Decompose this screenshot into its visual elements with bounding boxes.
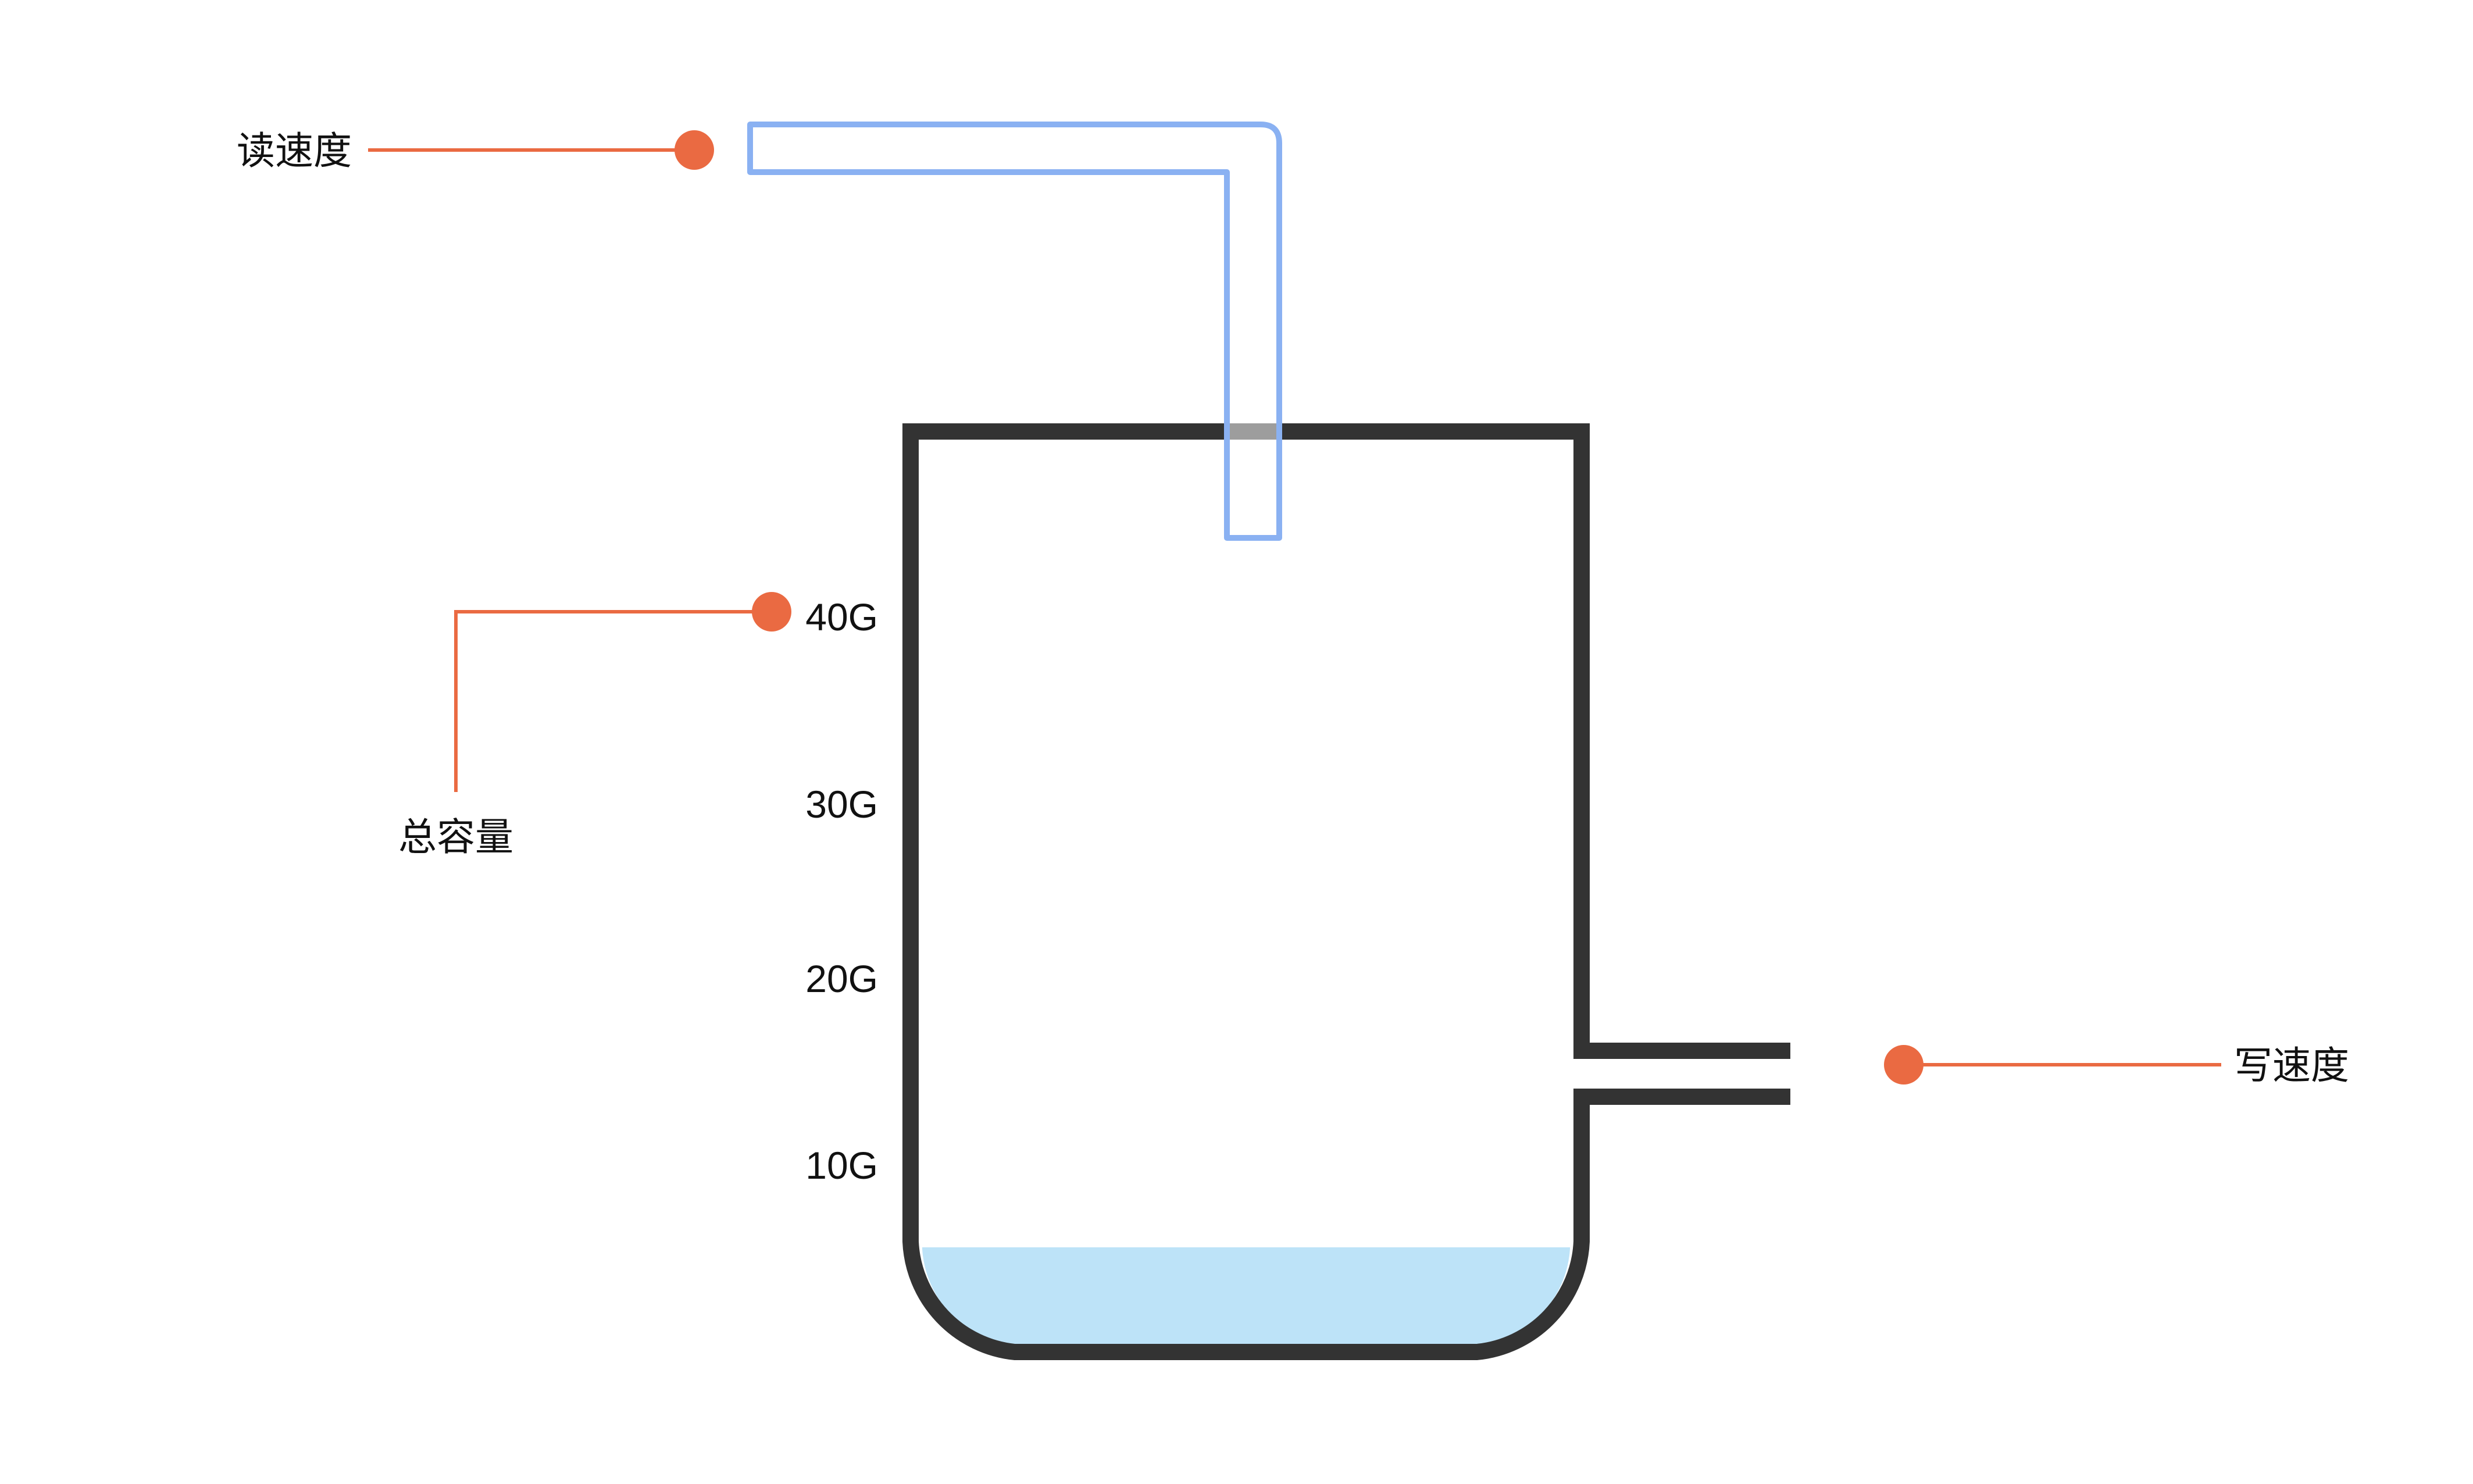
write-pipe-top bbox=[1573, 1043, 1790, 1059]
capacity-tick-10g: 10G bbox=[805, 1144, 878, 1187]
write-inlet-gap bbox=[1570, 1058, 1596, 1090]
read-speed-callout-dot bbox=[675, 130, 714, 170]
read-pipe-overlap bbox=[1230, 423, 1276, 440]
capacity-tick-20g: 20G bbox=[805, 957, 878, 1000]
total-capacity-callout-line bbox=[456, 612, 772, 792]
read-speed-label: 读速度 bbox=[237, 129, 352, 173]
total-capacity-label: 总容量 bbox=[398, 815, 513, 859]
total-capacity-callout-dot bbox=[752, 592, 791, 632]
write-speed-label: 写速度 bbox=[2234, 1043, 2349, 1088]
capacity-tick-30g: 30G bbox=[805, 783, 878, 826]
write-pipe-bottom bbox=[1573, 1089, 1790, 1105]
water-level bbox=[922, 1247, 1570, 1346]
storage-tank bbox=[911, 431, 1582, 1352]
read-pipe bbox=[750, 124, 1279, 538]
capacity-tick-40g: 40G bbox=[805, 595, 878, 638]
write-speed-callout-dot bbox=[1884, 1045, 1924, 1085]
